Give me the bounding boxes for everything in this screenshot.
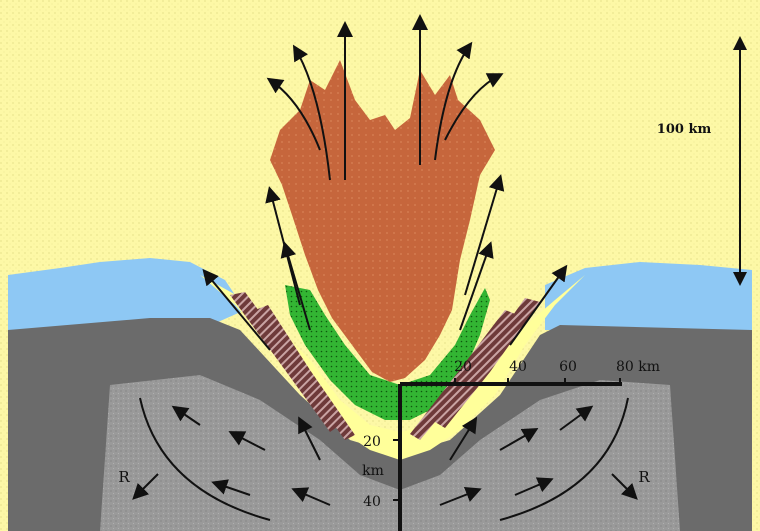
rebound-label-left: R	[118, 468, 130, 486]
tick-label: 80 km	[616, 359, 660, 375]
tick-label: 20	[454, 359, 472, 375]
unit-label: km	[362, 463, 384, 479]
rebound-label-right: R	[638, 468, 650, 486]
ocean-right	[545, 262, 752, 330]
tick-label: 60	[559, 359, 577, 375]
tick-label: 40	[509, 359, 527, 375]
tick-label: 40	[363, 494, 381, 510]
scale-label: 100 km	[657, 122, 712, 137]
tick-label: 20	[363, 434, 381, 450]
